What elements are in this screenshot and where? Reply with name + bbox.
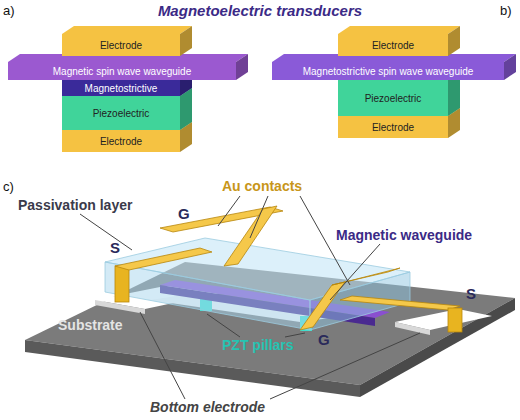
layer-box: Electrode: [338, 116, 448, 138]
passivation-front: [105, 262, 310, 330]
layer-label: Electrode: [100, 40, 142, 51]
layer-box: Piezoelectric: [62, 96, 180, 130]
layer-box: Electrode: [338, 34, 448, 56]
part-label: Bottom electrode: [150, 400, 265, 415]
layer-label: Magnetostrictive spin wave waveguide: [303, 66, 474, 77]
layer-top-face: [62, 26, 192, 34]
layer-label: Magnetic spin wave waveguide: [53, 66, 191, 77]
leader-line: [330, 244, 380, 300]
layer-label: Electrode: [372, 122, 414, 133]
au-contact-strip: [300, 282, 345, 330]
part-label: Magnetic waveguide: [336, 228, 472, 243]
layer-top-face: [338, 26, 460, 34]
pin-name: S: [466, 286, 476, 303]
leader-line: [218, 196, 240, 226]
leader-line: [250, 196, 268, 238]
au-contact-post: [448, 308, 462, 332]
layer-box: Electrode: [62, 130, 180, 152]
panel-letter: c): [3, 180, 14, 194]
layer-box: Magnetostrictive: [62, 80, 180, 96]
leader-line: [207, 314, 240, 337]
part-label: PZT pillars: [222, 338, 294, 353]
au-contact-strip: [115, 248, 212, 270]
layer-label: Electrode: [100, 136, 142, 147]
pin-name: G: [178, 206, 190, 223]
au-contact-post: [115, 266, 129, 302]
part-label: Passivation layer: [18, 198, 132, 213]
layer-side-face: [448, 26, 460, 56]
panel-letter: a): [3, 4, 15, 18]
au-contact-strip: [340, 296, 460, 310]
leader-line: [80, 214, 132, 250]
layer-label: Piezoelectric: [365, 93, 422, 104]
layer-label: Electrode: [372, 40, 414, 51]
layer-box: Magnetostrictive spin wave waveguide: [272, 62, 504, 80]
layer-box: Electrode: [62, 34, 180, 56]
layer-box: Magnetic spin wave waveguide: [8, 62, 236, 80]
pin-name: S: [110, 240, 120, 257]
layer-label: Piezoelectric: [93, 108, 150, 119]
substrate-front: [25, 340, 360, 397]
part-label: Substrate: [58, 318, 123, 333]
figure-title: Magnetoelectric transducers: [0, 2, 520, 19]
layer-side-face: [504, 54, 516, 80]
leader-line: [285, 333, 305, 337]
bottom-electrode-edge: [395, 322, 430, 335]
layer-side-face: [236, 54, 248, 80]
part-label: Au contacts: [222, 179, 302, 194]
layer-label: Magnetostrictive: [85, 83, 158, 94]
leader-line: [140, 312, 185, 399]
layer-box: Piezoelectric: [338, 80, 448, 116]
pin-name: G: [318, 332, 330, 349]
layer-side-face: [180, 26, 192, 56]
panel-letter: b): [500, 4, 512, 18]
